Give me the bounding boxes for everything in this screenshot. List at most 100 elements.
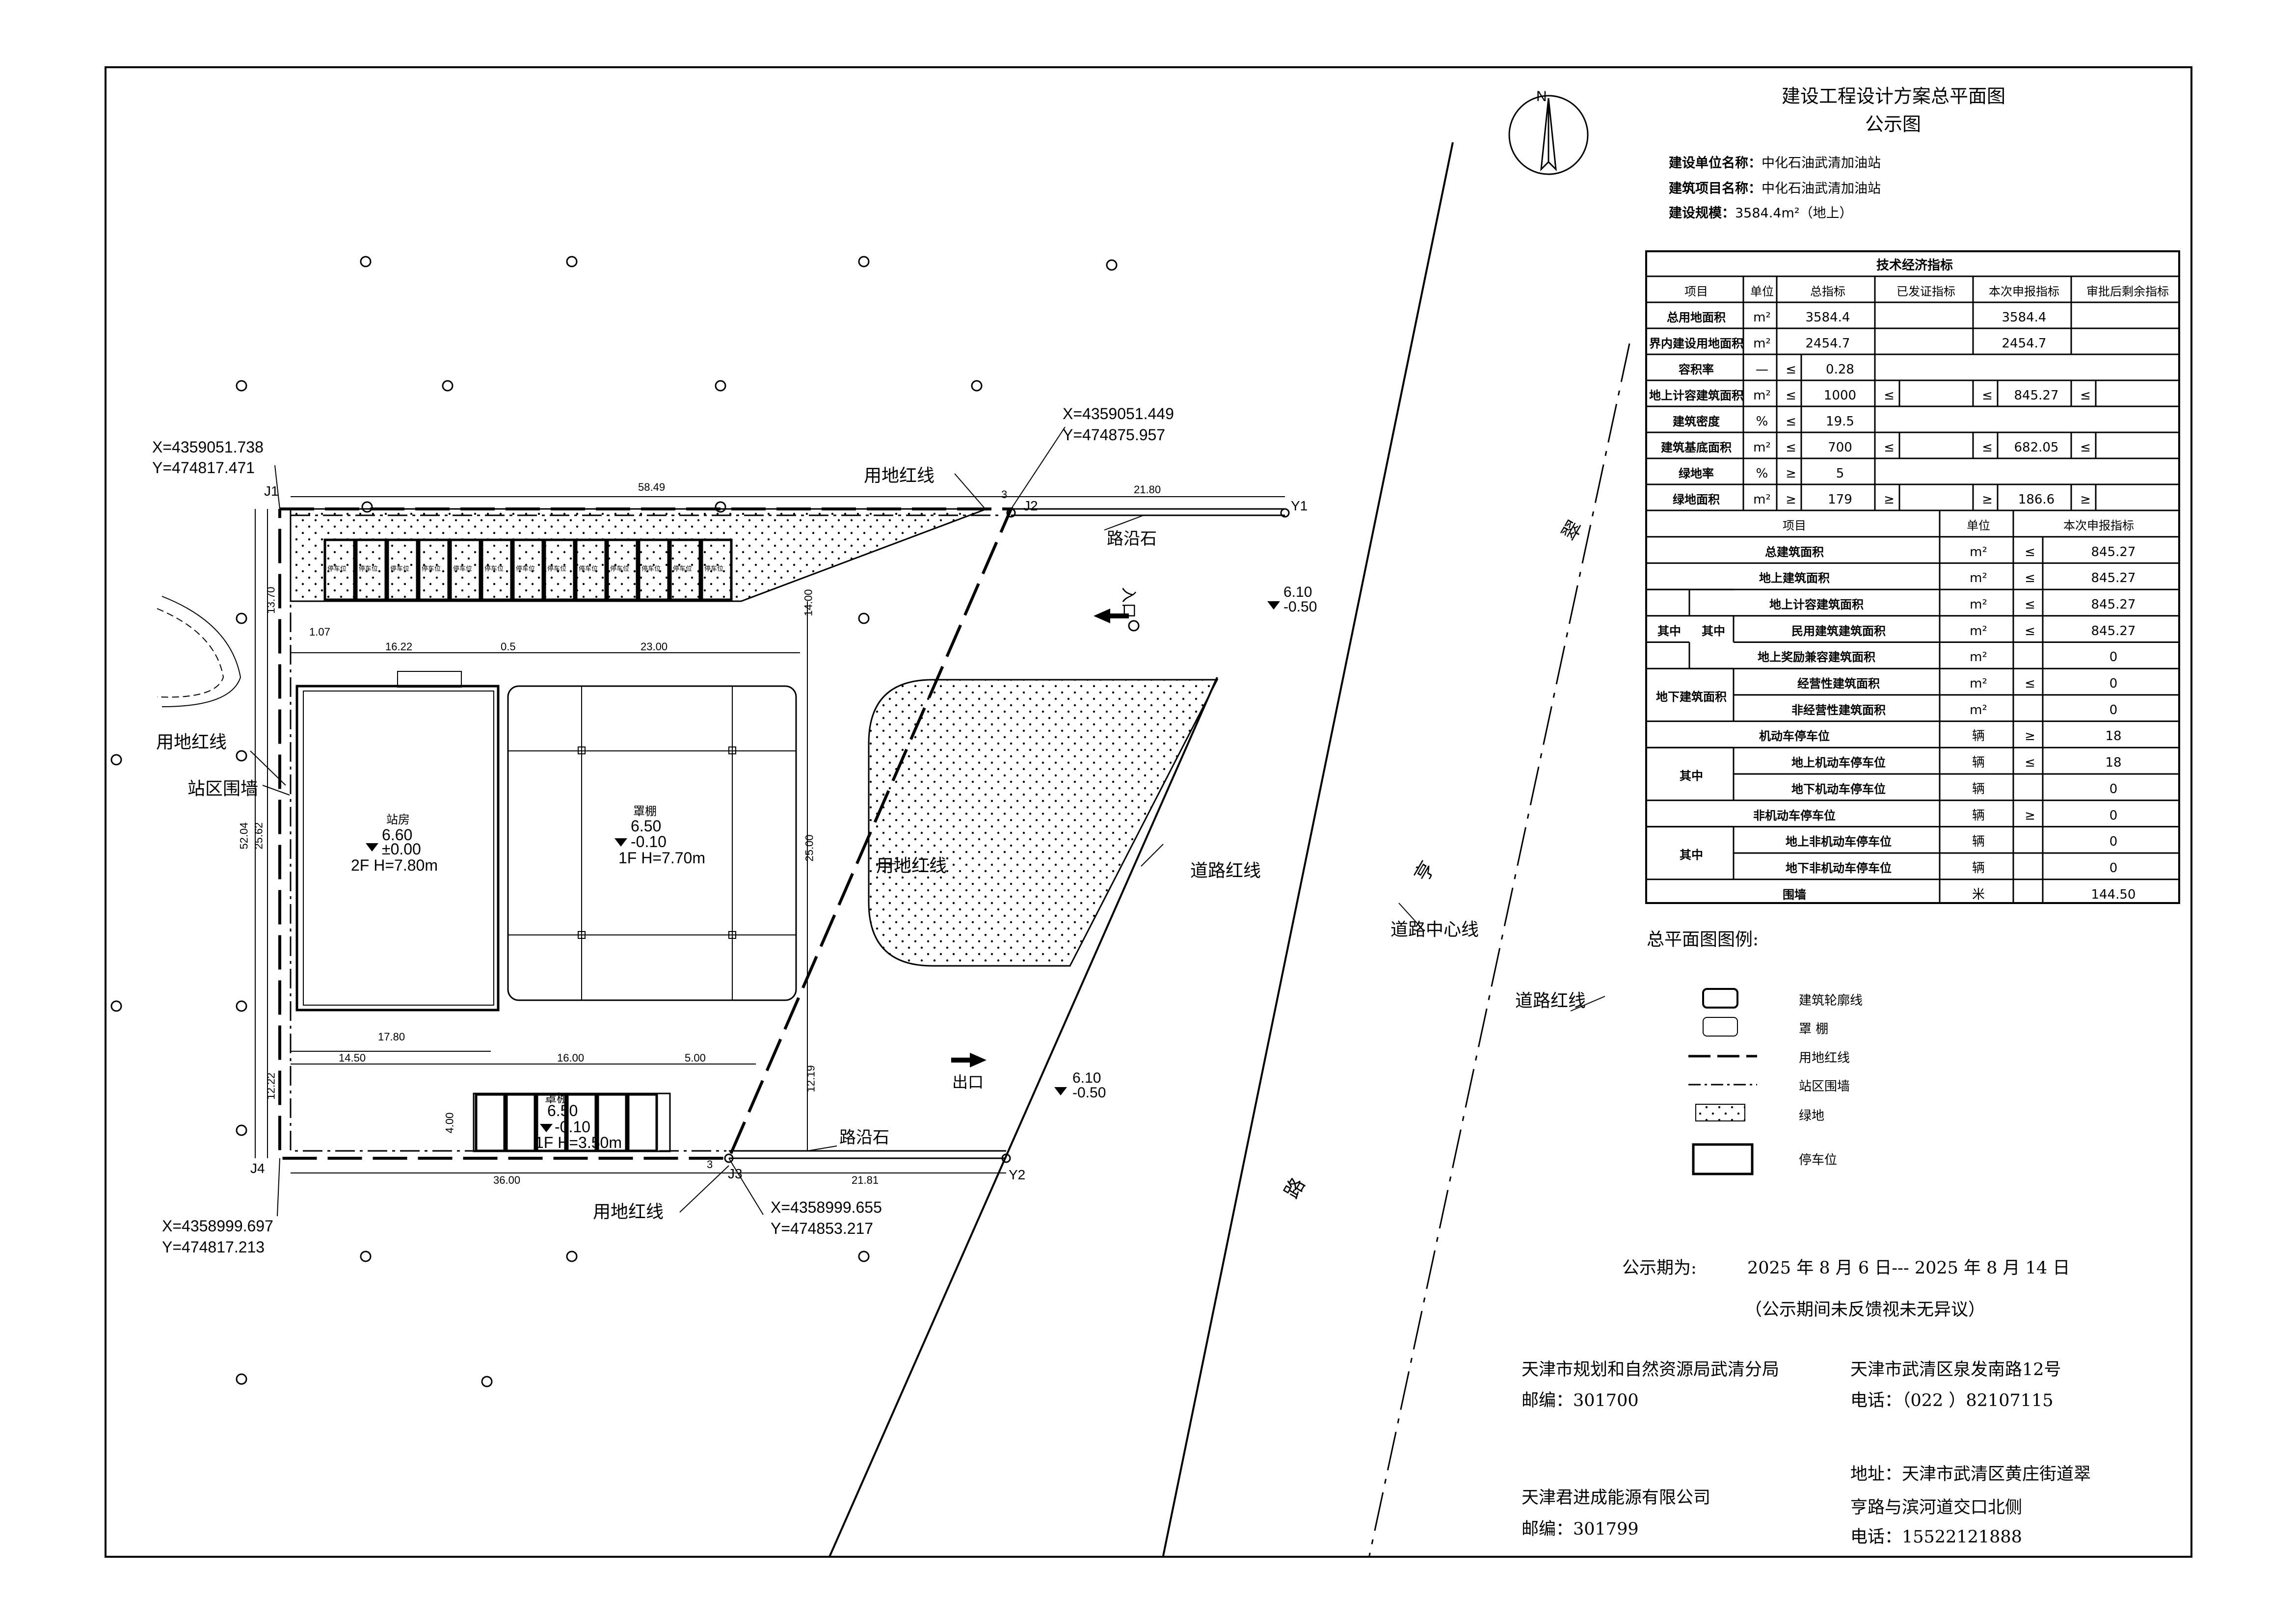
project-name-label: 建筑项目名称： <box>1669 181 1762 196</box>
parking-stall-label: 停车位 <box>390 565 410 573</box>
parking-stall-label: 停车位 <box>673 565 693 573</box>
table2-row-op <box>2015 855 2045 881</box>
table2-row-label: 总建筑面积 <box>1765 545 1824 559</box>
table-row-current-op: ≤ <box>1982 440 1993 455</box>
station-annex <box>397 671 462 688</box>
table2-row-label: 地上计容建筑面积 <box>1769 597 1864 612</box>
legend-outline-label: 建筑轮廓线 <box>1799 993 1863 1008</box>
table-header-1: 单位 <box>1750 284 1774 298</box>
table-row-unit: — <box>1756 362 1768 377</box>
table-row-total: 2454.7 <box>1805 336 1850 351</box>
leader-lines <box>250 426 1605 1217</box>
road-redline-label-1: 道路红线 <box>1190 861 1261 881</box>
parking-stall-label: 停车位 <box>579 565 598 573</box>
table2-row-op <box>2015 828 2045 855</box>
notice-note: （公示期间未反馈视未无异议） <box>1745 1300 1986 1320</box>
parking-stall-label: 停车位 <box>641 565 661 573</box>
green-area-island <box>868 679 1219 967</box>
west-access-curve <box>161 596 241 707</box>
elev-mark-canopy <box>614 838 627 847</box>
table2-row-value: 0 <box>2109 650 2118 665</box>
point-j1-label: J1 <box>264 483 279 499</box>
table2-row-value: 0 <box>2109 834 2118 850</box>
table2-group-qizhong-1: 其中 <box>1657 624 1681 638</box>
point-y1-marker <box>1280 508 1290 518</box>
coord-j3-x: X=4358999.655 <box>771 1198 882 1216</box>
canopy-column <box>728 931 736 939</box>
elev-mark-ne <box>1267 601 1280 610</box>
table-row-item: 地上计容建筑面积 <box>1649 388 1743 402</box>
table-row-current: 2454.7 <box>2002 336 2047 351</box>
legend-parking-label: 停车位 <box>1799 1153 1838 1168</box>
redline-label-north: 用地红线 <box>864 466 935 486</box>
table-row-item: 绿地面积 <box>1673 492 1720 506</box>
exit-arrow-icon <box>951 1053 987 1067</box>
table-row-issued-op: ≤ <box>1884 440 1895 455</box>
dim-14-50: 14.50 <box>339 1052 366 1064</box>
table-row-op: ≤ <box>1786 440 1796 455</box>
project-name-row: 建筑项目名称：中化石油武清加油站 <box>1669 178 1881 197</box>
dim-14-00: 14.00 <box>802 589 815 616</box>
table2-header-unit: 单位 <box>1967 518 1990 532</box>
table2-row-op <box>2015 776 2045 802</box>
small-canopy-elev: 6.50 <box>547 1102 578 1119</box>
table-row-unit: % <box>1756 466 1768 481</box>
table2-row-unit: 辆 <box>1972 729 1985 744</box>
station-elev: 6.60 <box>382 826 413 844</box>
table2-row-unit: 辆 <box>1972 808 1985 823</box>
dim-25-00: 25.00 <box>803 834 816 862</box>
table-row-op: ≤ <box>1786 388 1796 403</box>
table2-row-value: 0 <box>2109 860 2118 876</box>
dim-3-north: 3 <box>1001 488 1008 501</box>
table2-row-op <box>2015 881 2045 908</box>
parking-row-north <box>323 538 733 601</box>
small-canopy-height: 1F H=3.50m <box>535 1134 622 1151</box>
redline-label-west: 用地红线 <box>156 732 227 752</box>
dim-25-62: 25.62 <box>252 822 265 850</box>
drawing-subtitle: 公示图 <box>1865 113 1922 135</box>
org2-name: 天津君进成能源有限公司 <box>1522 1488 1711 1508</box>
dim-21-81: 21.81 <box>852 1174 879 1186</box>
table2-row-op: ≥ <box>2025 729 2035 744</box>
dimension-lines <box>255 496 1285 1173</box>
table-row-total: 179 <box>1828 492 1852 507</box>
table2-row-op: ≤ <box>2025 544 2035 559</box>
table2-row-op: ≤ <box>2025 571 2035 586</box>
table2-row-value: 18 <box>2105 755 2122 771</box>
table-header-2: 总指标 <box>1810 284 1845 298</box>
point-j3-label: J3 <box>728 1166 743 1181</box>
table2-row-label: 围墙 <box>1783 887 1806 902</box>
table2-row-op: ≥ <box>2025 808 2035 823</box>
table2-group-underground: 地下建筑面积 <box>1656 690 1727 704</box>
legend-redline-label: 用地红线 <box>1799 1051 1850 1065</box>
parking-stall-label: 停车位 <box>359 565 378 573</box>
table-row-current-op: ≤ <box>1982 388 1993 403</box>
dim-58-49: 58.49 <box>638 481 666 493</box>
table-row-issued-op: ≥ <box>1884 492 1895 507</box>
canopy-elev: 6.50 <box>631 817 662 835</box>
coord-j4-y: Y=474817.213 <box>162 1238 265 1256</box>
table2-row-label: 民用建筑建筑面积 <box>1791 624 1886 638</box>
table2-row-op: ≤ <box>2025 676 2035 692</box>
table-row-item: 总用地面积 <box>1667 310 1726 324</box>
table-row-current: 3584.4 <box>2002 310 2047 325</box>
table2-row-label: 机动车停车位 <box>1759 729 1830 744</box>
org1-address: 天津市武清区泉发南路12号 <box>1850 1360 2061 1380</box>
table2-header-item: 项目 <box>1783 518 1806 532</box>
station-name: 站房 <box>386 813 410 826</box>
coord-j2-y: Y=474875.957 <box>1063 426 1166 444</box>
table2-row-label: 地上建筑面积 <box>1759 571 1830 586</box>
parking-stall-label: 停车位 <box>547 565 567 573</box>
parking-stall-label: 停车位 <box>453 565 473 573</box>
table2-row-label: 地上奖励兼容建筑面积 <box>1758 650 1875 665</box>
coord-j1-y: Y=474817.471 <box>152 459 255 477</box>
dim-17-80: 17.80 <box>378 1031 405 1043</box>
dim-3-south: 3 <box>707 1158 713 1171</box>
table-row-total: 1000 <box>1823 388 1857 403</box>
table2-group-qizhong-3: 其中 <box>1680 769 1703 783</box>
road-red-line-west <box>828 677 1218 1557</box>
table2-row-label: 地上机动车停车位 <box>1791 756 1886 770</box>
